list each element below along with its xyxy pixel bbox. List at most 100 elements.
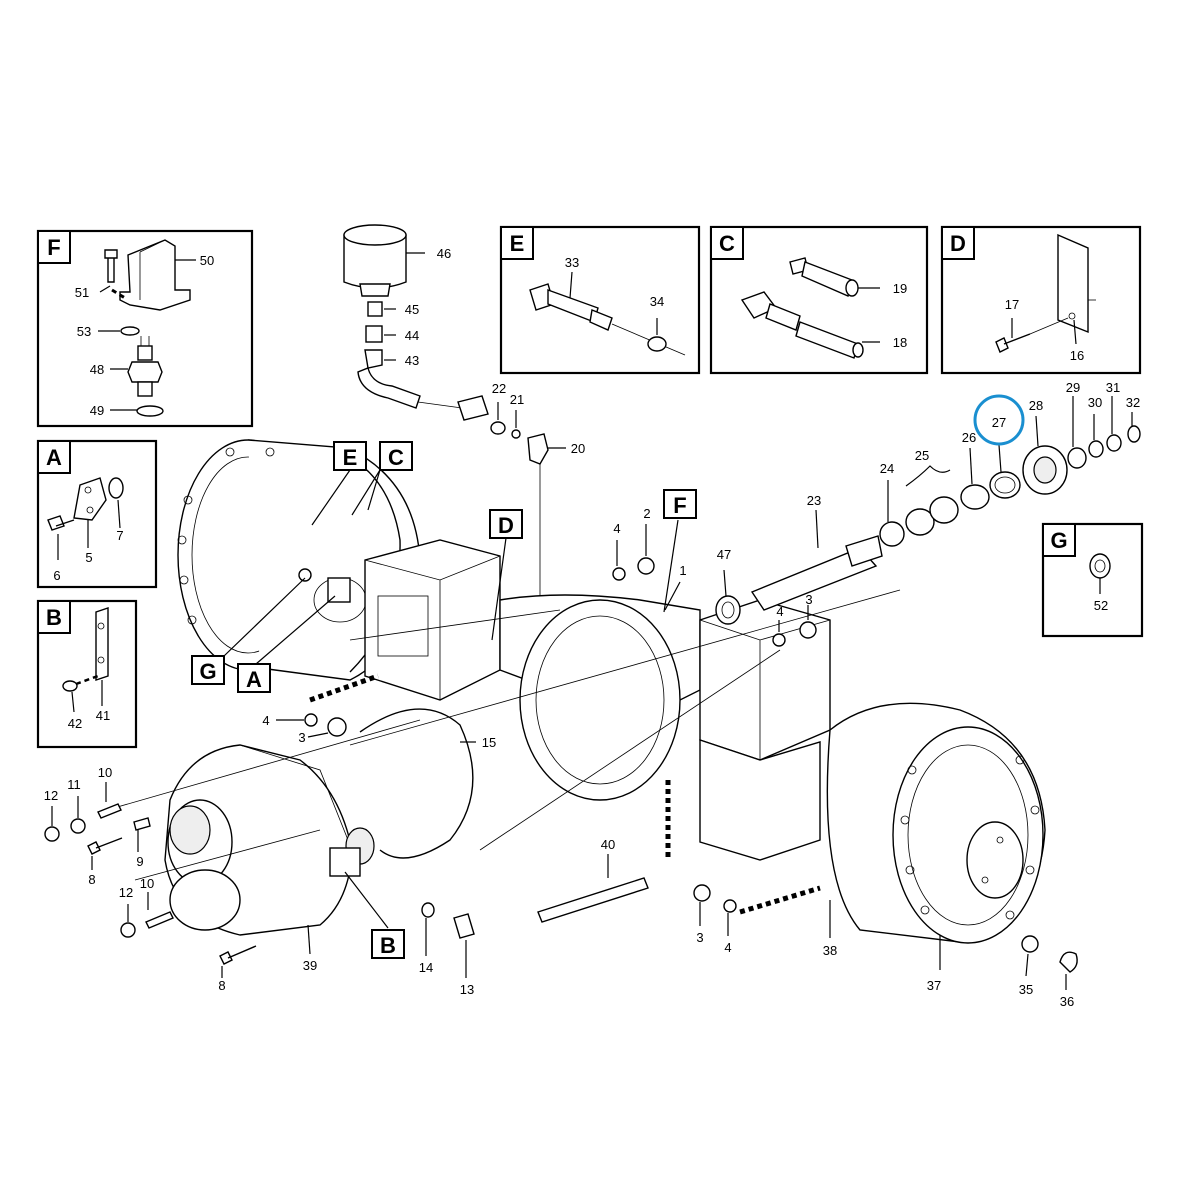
- part-label: 43: [405, 353, 419, 368]
- nut-icon: [44, 826, 60, 842]
- inset-e: E 33 34: [499, 225, 701, 375]
- part-label: 21: [510, 392, 524, 407]
- bolt-icon: [219, 945, 257, 965]
- plug-icon: [453, 913, 475, 939]
- part-label: 19: [893, 281, 907, 296]
- part-label: 11: [67, 777, 81, 792]
- part-label: 27: [992, 415, 1006, 430]
- hose-fitting-icon: [457, 395, 489, 421]
- cap-icon: [1059, 951, 1078, 973]
- part-label: 24: [880, 461, 894, 476]
- nipple-icon: [367, 301, 383, 317]
- part-label: 34: [650, 294, 664, 309]
- seal-ring-icon: [136, 405, 164, 417]
- washer-icon: [1088, 440, 1104, 458]
- part-label: 50: [200, 253, 214, 268]
- part-label: 12: [44, 788, 58, 803]
- highlight-circle: [973, 394, 1025, 446]
- bearing-icon: [715, 595, 741, 625]
- part-label: 2: [643, 506, 650, 521]
- stud-icon: [537, 877, 649, 923]
- part-label: 33: [565, 255, 579, 270]
- cover-a-icon: [327, 577, 351, 603]
- callout-b: B: [380, 933, 396, 958]
- o-ring-icon: [723, 899, 737, 913]
- right-hub: 37 38: [823, 702, 1046, 993]
- diff-opening-icon: [519, 599, 681, 801]
- part-label: 36: [1060, 994, 1074, 1009]
- inset-e-letter: E: [510, 231, 525, 256]
- hardware: 1 2 4 3 4 4 3 3 4 40 10: [44, 506, 1078, 1009]
- half-shaft-icon: [750, 547, 878, 611]
- nut-icon: [62, 680, 78, 692]
- washer-icon: [70, 818, 86, 834]
- inset-a-letter: A: [46, 445, 62, 470]
- sensor-icon: [127, 336, 163, 397]
- retaining-ring-icon: [1127, 425, 1141, 443]
- part-label: 8: [88, 872, 95, 887]
- part-label: 5: [85, 550, 92, 565]
- bearing-icon: [879, 521, 905, 547]
- part-label: 30: [1088, 395, 1102, 410]
- axle-housing: [364, 539, 831, 861]
- part-label: 4: [613, 521, 620, 536]
- part-label: 42: [68, 716, 82, 731]
- dashed-alignment: [309, 673, 379, 703]
- inset-b-letter: B: [46, 605, 62, 630]
- ring-icon: [989, 471, 1021, 499]
- plug-icon: [1089, 553, 1111, 579]
- plate-icon: [1057, 233, 1089, 334]
- bracket-icon: [95, 607, 109, 681]
- part-label: 16: [1070, 348, 1084, 363]
- part-label: 39: [303, 958, 317, 973]
- part-label: 26: [962, 430, 976, 445]
- part-label: 38: [823, 943, 837, 958]
- nut-icon: [1106, 434, 1122, 452]
- part-label: 10: [140, 876, 154, 891]
- nut-icon: [1021, 935, 1039, 953]
- part-label: 3: [298, 730, 305, 745]
- part-label: 15: [482, 735, 496, 750]
- inset-c: C 19 18: [709, 225, 929, 375]
- part-label: 9: [136, 854, 143, 869]
- inset-a: A 7 5 6: [36, 439, 158, 589]
- o-ring-icon: [772, 633, 786, 647]
- bolt-icon: [87, 837, 123, 855]
- gear-icon: [169, 805, 211, 855]
- shaft-bolt-icon: [529, 283, 613, 331]
- part-label: 53: [77, 324, 91, 339]
- breather-assembly: 46 45 44 43 22 21 20: [343, 224, 585, 604]
- left-planetary: 39: [164, 744, 375, 973]
- stud-icon: [145, 911, 174, 929]
- part-label: 28: [1029, 398, 1043, 413]
- part-label: 48: [90, 362, 104, 377]
- part-label: 7: [116, 528, 123, 543]
- callout-d: D: [498, 513, 514, 538]
- plug-icon: [327, 717, 347, 737]
- part-label: 25: [915, 448, 929, 463]
- inset-b: B 42 41: [36, 599, 138, 749]
- part-label: 40: [601, 837, 615, 852]
- plug-icon: [637, 557, 655, 575]
- plug-icon: [693, 884, 711, 902]
- callout-c: C: [388, 445, 404, 470]
- shim-icon: [905, 508, 935, 536]
- o-ring-icon: [490, 421, 506, 435]
- o-ring-15: 15: [359, 708, 496, 859]
- circlip-icon: [960, 484, 990, 510]
- part-label: 14: [419, 960, 433, 975]
- part-label: 17: [1005, 297, 1019, 312]
- part-label: 12: [119, 885, 133, 900]
- part-label: 49: [90, 403, 104, 418]
- part-label: 52: [1094, 598, 1108, 613]
- o-ring-icon: [421, 902, 435, 918]
- part-label: 10: [98, 765, 112, 780]
- hose-icon: [357, 367, 421, 409]
- o-ring-icon: [108, 477, 124, 499]
- part-label: 3: [696, 930, 703, 945]
- part-label: 3: [805, 592, 812, 607]
- bracket-icon: [119, 239, 191, 311]
- washer-icon: [120, 326, 140, 336]
- part-label: 4: [776, 604, 783, 619]
- part-label: 35: [1019, 982, 1033, 997]
